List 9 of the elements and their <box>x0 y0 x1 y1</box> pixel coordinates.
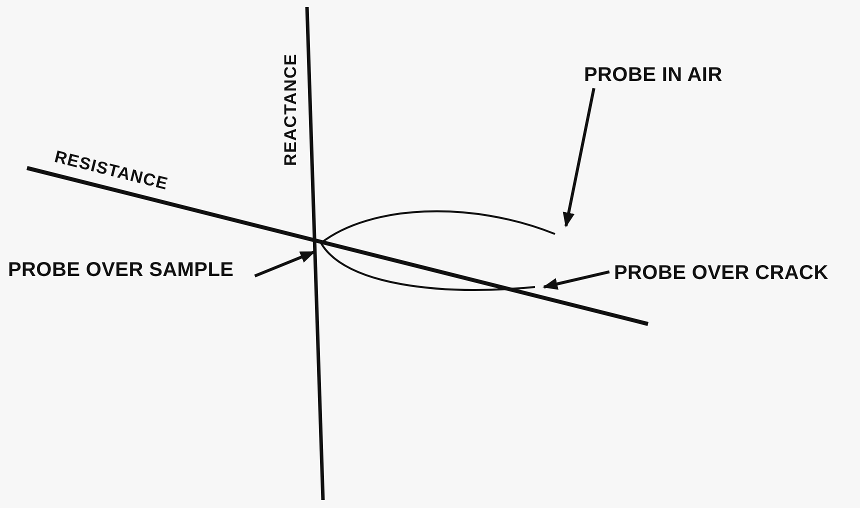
leader-arrow <box>562 88 596 228</box>
leader-arrow <box>542 270 610 290</box>
impedance-curve <box>320 242 536 291</box>
impedance-curve <box>320 210 556 244</box>
callout-text: PROBE OVER SAMPLE <box>8 258 250 282</box>
callout-text: PROBE OVER CRACK <box>614 261 844 285</box>
axis-label: REACTANCE <box>282 53 299 166</box>
leader-arrow <box>254 250 316 278</box>
callout-text: PROBE IN AIR <box>584 63 726 87</box>
